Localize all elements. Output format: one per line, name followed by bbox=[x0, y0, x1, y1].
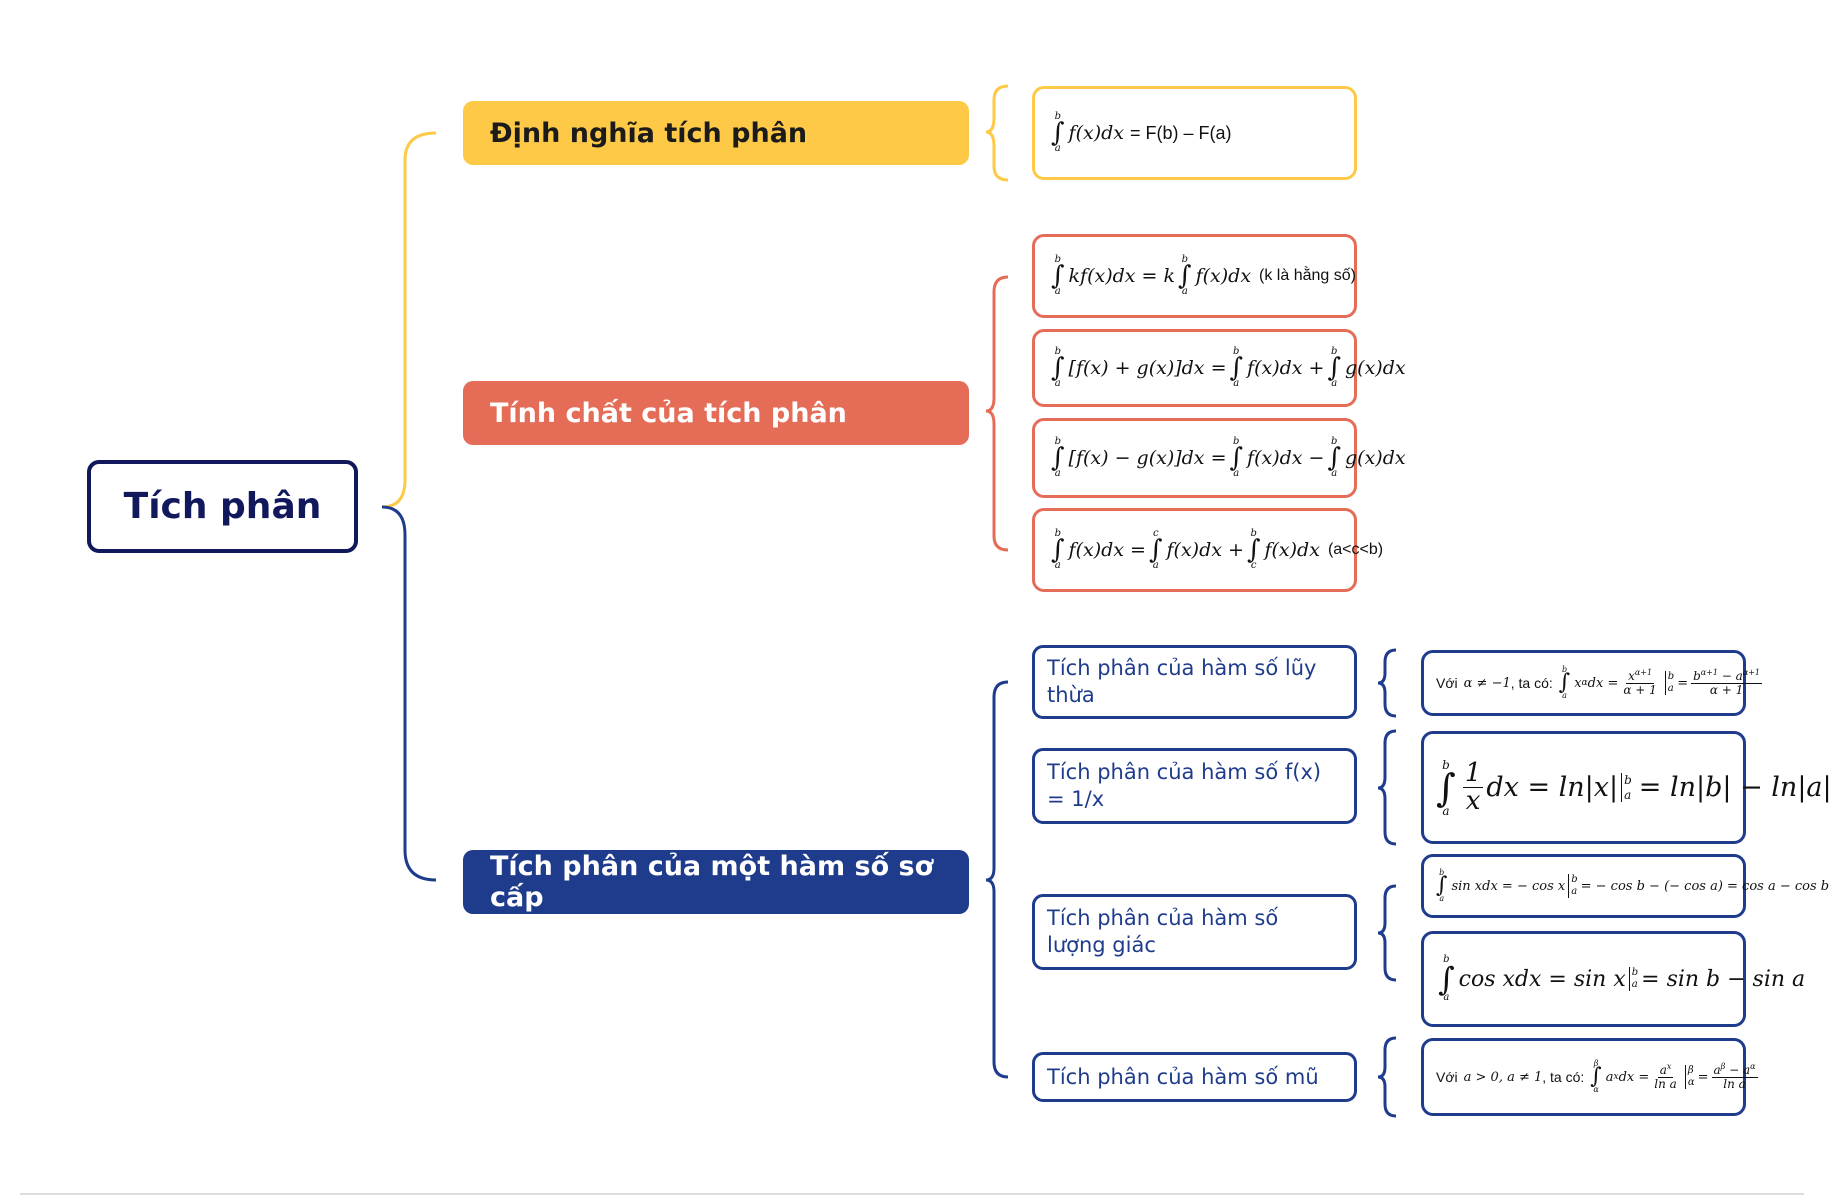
definition-formula-box[interactable]: b∫a f(x)dx = F(b) – F(a) bbox=[1032, 86, 1357, 180]
branch-properties[interactable]: Tính chất của tích phân bbox=[463, 381, 969, 445]
branch-elementary-label: Tích phân của một hàm số sơ cấp bbox=[490, 851, 934, 913]
footer-divider bbox=[20, 1193, 1804, 1195]
branch-properties-label: Tính chất của tích phân bbox=[490, 397, 847, 429]
brace-properties bbox=[985, 275, 1009, 552]
sub-power-function[interactable]: Tích phân của hàm số lũy thừa bbox=[1032, 645, 1357, 719]
brace-power bbox=[1377, 648, 1397, 718]
sub-trig-function[interactable]: Tích phân của hàm số lượng giác bbox=[1032, 894, 1357, 970]
branch-definition-label: Định nghĩa tích phân bbox=[490, 117, 808, 149]
sub-reciprocal-function[interactable]: Tích phân của hàm số f(x) = 1/x bbox=[1032, 748, 1357, 824]
connector-root-definition bbox=[381, 131, 437, 509]
branch-definition[interactable]: Định nghĩa tích phân bbox=[463, 101, 969, 165]
brace-definition bbox=[985, 84, 1009, 182]
property-formula-1[interactable]: b∫a kf(x)dx = k b∫a f(x)dx (k là hằng số… bbox=[1032, 234, 1357, 318]
definition-rhs: = F(b) – F(a) bbox=[1130, 122, 1232, 143]
brace-exp bbox=[1377, 1036, 1397, 1118]
definition-integrand: f(x)dx bbox=[1068, 122, 1124, 144]
property-formula-4[interactable]: b∫a f(x)dx = c∫a f(x)dx + b∫c f(x)dx (a<… bbox=[1032, 508, 1383, 592]
root-label: Tích phân bbox=[123, 486, 322, 527]
connector-root-elementary bbox=[381, 505, 437, 882]
sub-exp-function[interactable]: Tích phân của hàm số mũ bbox=[1032, 1052, 1357, 1102]
root-node[interactable]: Tích phân bbox=[87, 460, 358, 553]
brace-elementary bbox=[985, 680, 1009, 1079]
branch-elementary[interactable]: Tích phân của một hàm số sơ cấp bbox=[463, 850, 969, 914]
brace-trig bbox=[1377, 884, 1397, 982]
brace-reciprocal bbox=[1377, 729, 1397, 846]
property-formula-2[interactable]: b∫a [f(x) + g(x)]dx = b∫a f(x)dx + b∫a g… bbox=[1032, 329, 1406, 407]
integral-sign: b∫a bbox=[1051, 111, 1065, 154]
property-formula-3[interactable]: b∫a [f(x) − g(x)]dx = b∫a f(x)dx − b∫a g… bbox=[1032, 418, 1406, 498]
